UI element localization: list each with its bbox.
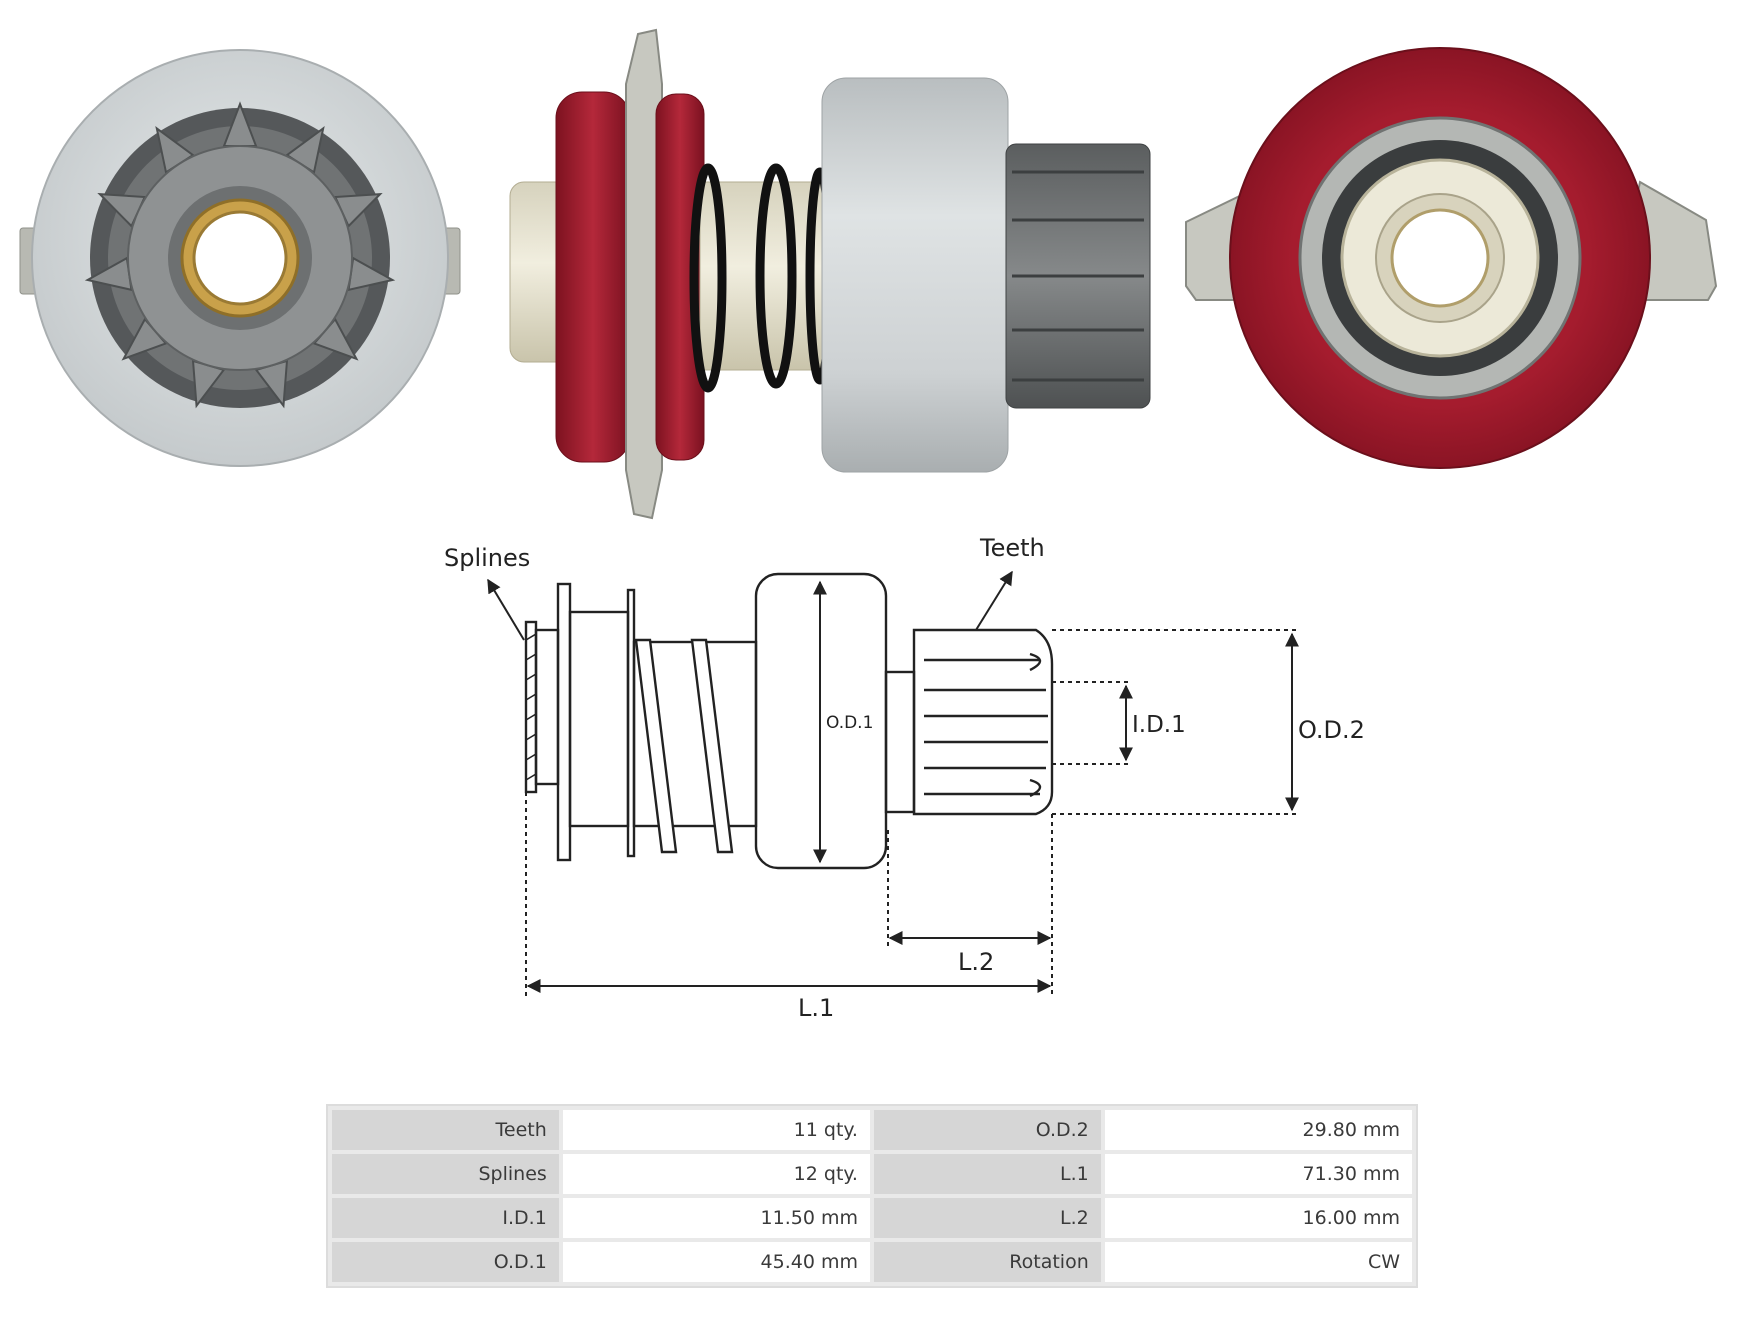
od2-label: O.D.2 <box>1298 716 1365 744</box>
splines-label: Splines <box>444 544 530 572</box>
spec-value-od2: 29.80 mm <box>1104 1110 1412 1150</box>
table-row: Teeth 11 qty. O.D.2 29.80 mm <box>332 1110 1412 1150</box>
spec-label-od2: O.D.2 <box>873 1110 1101 1150</box>
product-photos <box>0 0 1752 540</box>
dimension-diagram: Splines Teeth O.D.1 I.D.1 O.D.2 L.2 L.1 <box>0 520 1752 1040</box>
spec-label-l1: L.1 <box>873 1154 1101 1194</box>
spec-label-l2: L.2 <box>873 1198 1101 1238</box>
spec-value-id1: 11.50 mm <box>562 1198 870 1238</box>
table-row: Splines 12 qty. L.1 71.30 mm <box>332 1154 1412 1194</box>
spec-label-od1: O.D.1 <box>332 1242 559 1282</box>
l1-label: L.1 <box>798 994 834 1022</box>
spec-label-id1: I.D.1 <box>332 1198 559 1238</box>
id1-label: I.D.1 <box>1132 712 1186 738</box>
pinion-end-photo <box>19 49 461 467</box>
od1-label: O.D.1 <box>826 713 873 733</box>
spec-label-rotation: Rotation <box>873 1242 1101 1282</box>
spec-value-l2: 16.00 mm <box>1104 1198 1412 1238</box>
drive-outline <box>524 572 1054 870</box>
spec-value-od1: 45.40 mm <box>562 1242 870 1282</box>
side-view-photo <box>509 28 1151 520</box>
specifications-table: Teeth 11 qty. O.D.2 29.80 mm Splines 12 … <box>326 1104 1418 1288</box>
lever-end-photo <box>1185 47 1718 469</box>
spec-value-l1: 71.30 mm <box>1104 1154 1412 1194</box>
spec-value-teeth: 11 qty. <box>562 1110 870 1150</box>
spec-label-splines: Splines <box>332 1154 559 1194</box>
table-row: O.D.1 45.40 mm Rotation CW <box>332 1242 1412 1282</box>
table-row: I.D.1 11.50 mm L.2 16.00 mm <box>332 1198 1412 1238</box>
teeth-leader <box>975 570 1013 631</box>
l2-label: L.2 <box>958 948 994 976</box>
splines-hatch <box>525 633 537 781</box>
teeth-label: Teeth <box>979 534 1045 562</box>
spec-value-rotation: CW <box>1104 1242 1412 1282</box>
spec-label-teeth: Teeth <box>332 1110 559 1150</box>
splines-leader <box>487 578 525 641</box>
spec-value-splines: 12 qty. <box>562 1154 870 1194</box>
